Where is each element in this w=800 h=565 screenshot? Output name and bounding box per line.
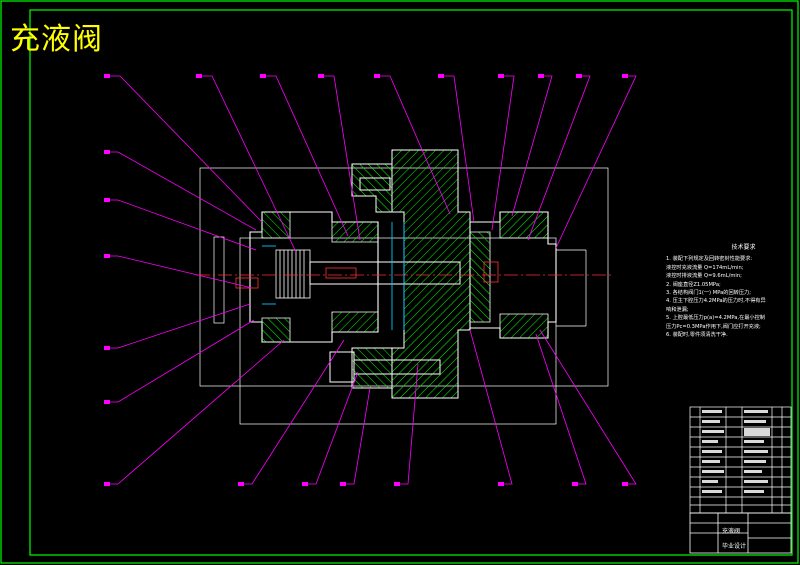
piston-rod: [309, 261, 461, 285]
top-bolt: [359, 177, 391, 191]
valve-body-wall: [391, 149, 471, 399]
tech-requirements: 技术要求 1. 装配下列规定及回转密封性能要求: 液控时充液流量 Q=174mL…: [666, 244, 791, 339]
lower-flange: [351, 347, 393, 389]
valve-assembly: [196, 149, 612, 399]
tech-item: 6. 装配时,零件须清洗干净.: [666, 332, 728, 339]
tech-item: 液控时充液流量 Q=174mL/min;: [666, 264, 744, 271]
title-block-subtitle: 毕业设计: [722, 543, 747, 550]
tech-item: 液控时排液流量 Q=9.6mL/min;: [666, 273, 742, 280]
upper-flange: [351, 163, 393, 213]
parts-list-fill: [702, 410, 770, 493]
title-block: [689, 512, 792, 554]
title-block-name: 充液阀: [722, 528, 741, 535]
tech-item: 3. 各结构阀门1(一) MPa的回转压力;: [666, 290, 751, 297]
bottom-stud: [353, 359, 441, 375]
tech-item: 1. 装配下列规定及回转密封性能要求:: [666, 256, 753, 263]
tech-item: 响和泄漏;: [666, 306, 689, 313]
tech-item: 2. 阀座直径Z1.05MPa;: [666, 281, 721, 288]
tech-item: 5. 上腔最低压力p(a)=4.2MPa,在最小控制: [666, 315, 765, 322]
inner-border: [29, 9, 793, 556]
tech-item: 压力Pc=0.3MPa作用下,阀门应打开充液;: [666, 323, 761, 330]
tech-item: 4. 压主下腔压力4.2MPa的压力时,不得有异: [666, 298, 766, 305]
tech-requirements-heading: 技术要求: [731, 244, 756, 251]
drawing-title: 充液阀: [10, 22, 103, 57]
balloon-markers: [104, 74, 628, 486]
spring: [275, 249, 311, 299]
